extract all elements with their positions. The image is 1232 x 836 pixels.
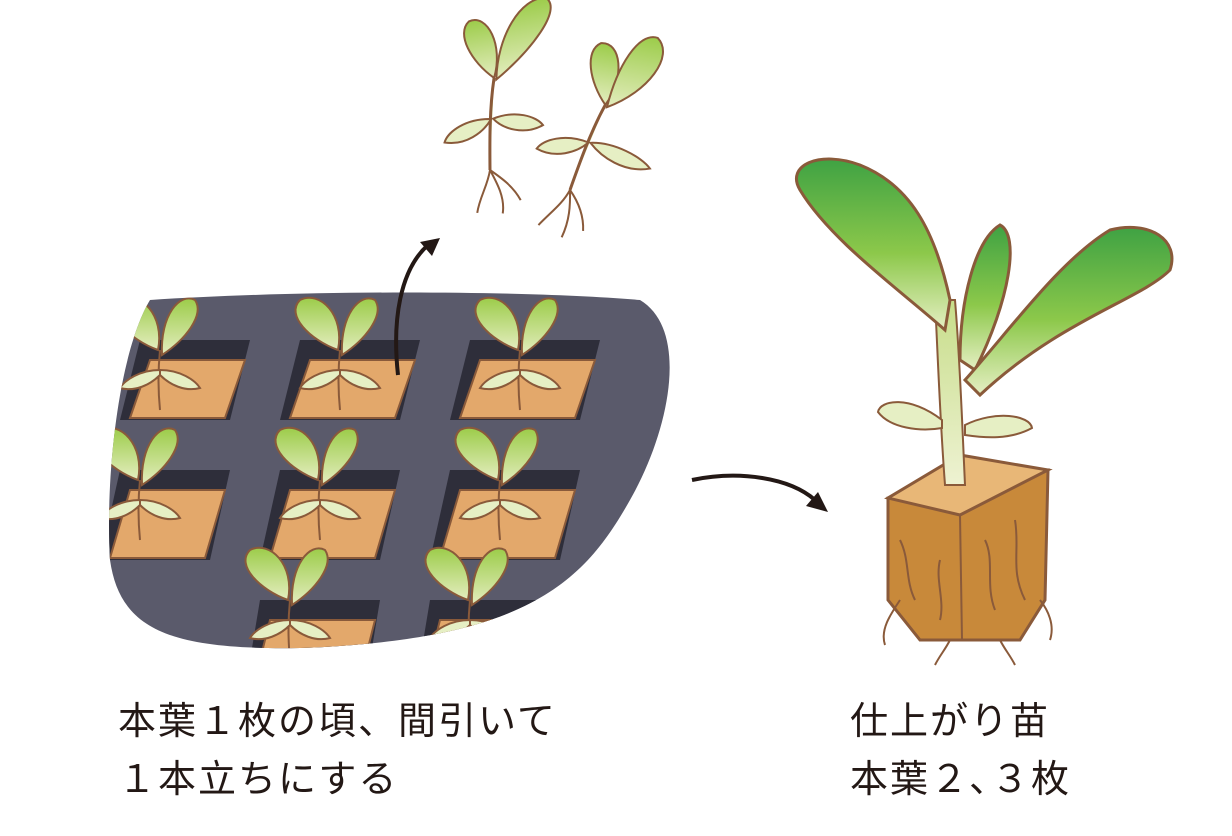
growth-arrow <box>691 473 817 502</box>
caption-finished-line1: 仕上がり苗 <box>850 699 1051 743</box>
finished-seedling <box>795 157 1174 666</box>
caption-thinning: 本葉１枚の頃、間引いて １本立ちにする <box>118 692 557 808</box>
thinned-seedlings <box>443 0 664 238</box>
growth-arrowhead <box>806 492 828 512</box>
caption-thinning-line1: 本葉１枚の頃、間引いて <box>118 699 557 743</box>
caption-finished-seedling: 仕上がり苗 本葉２､３枚 <box>850 692 1071 808</box>
caption-finished-line2: 本葉２､３枚 <box>850 757 1072 801</box>
thinning-arrowhead <box>420 238 440 256</box>
caption-thinning-line2: １本立ちにする <box>118 757 399 801</box>
thinning-arrow <box>394 243 430 376</box>
seedling-tray <box>109 292 670 649</box>
